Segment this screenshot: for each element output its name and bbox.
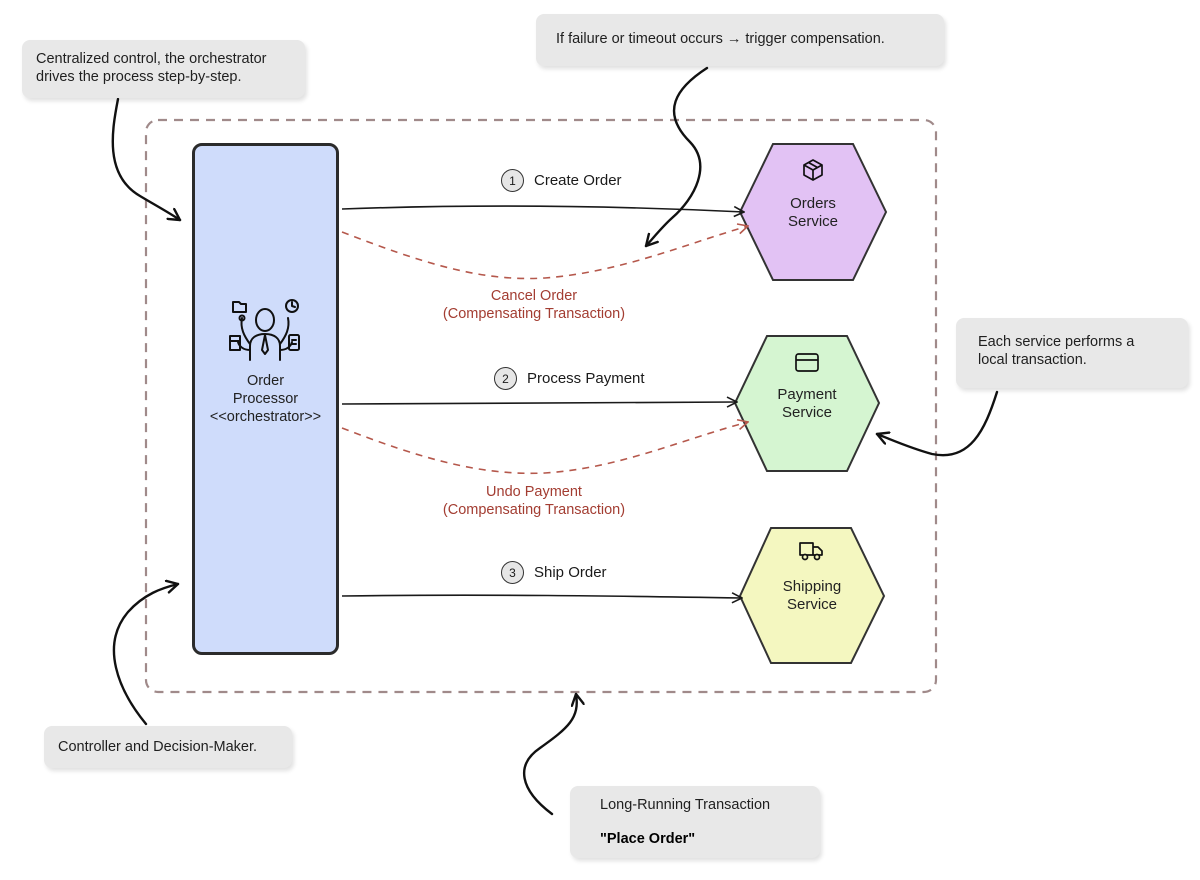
credit-card-icon — [795, 353, 819, 372]
orders-service-line2: Service — [787, 213, 839, 230]
create-order-arrow — [341, 205, 744, 212]
truck-icon — [799, 542, 823, 561]
transaction-boundary — [144, 118, 938, 694]
step-number-badge: 2 — [494, 367, 517, 390]
process-payment-arrow — [341, 402, 737, 404]
note-title: Long-Running Transaction — [600, 797, 771, 813]
shipping-service-label: Shipping Service — [742, 578, 882, 614]
orchestrator-line2: Processor — [232, 391, 299, 407]
payment-service-line2: Service — [781, 404, 833, 421]
top-left-note-arrow — [111, 97, 182, 222]
orders-service-label: Orders Service — [743, 195, 883, 231]
cancel-order-arrow — [341, 226, 748, 280]
cancel-order-label: Cancel Order (Compensating Transaction) — [414, 287, 654, 323]
note-long-running-transaction: Long-Running Transaction "Place Order" — [570, 786, 820, 858]
orchestrator-line1: Order — [246, 373, 285, 389]
compensation-subtitle: (Compensating Transaction) — [442, 502, 626, 518]
ship-order-arrow — [341, 595, 742, 598]
shipping-service-line1: Shipping — [782, 578, 842, 595]
step-ship-order: 3 Ship Order — [501, 561, 607, 584]
note-controller: Controller and Decision-Maker. — [44, 726, 292, 768]
step-process-payment: 2 Process Payment — [494, 367, 645, 390]
compensation-title: Undo Payment — [486, 484, 582, 500]
right-note-arrow — [875, 390, 999, 457]
compensation-title: Cancel Order — [490, 288, 578, 304]
note-centralized-control: Centralized control, the orchestrator dr… — [22, 40, 305, 98]
multitasking-person-icon — [229, 299, 300, 361]
step-label: Process Payment — [527, 370, 645, 387]
payment-service-line1: Payment — [777, 386, 837, 403]
top-note-arrow — [644, 66, 709, 248]
orders-service-line1: Orders — [790, 195, 836, 212]
step-label: Create Order — [534, 172, 622, 189]
order-processor-label: Order Processor <<orchestrator>> — [192, 372, 339, 426]
step-number-badge: 3 — [501, 561, 524, 584]
box-icon — [803, 159, 823, 181]
undo-payment-label: Undo Payment (Compensating Transaction) — [414, 483, 654, 519]
payment-service-label: Payment Service — [737, 386, 877, 422]
order-processor-box — [192, 143, 339, 655]
compensation-subtitle: (Compensating Transaction) — [442, 306, 626, 322]
note-local-transaction: Each service performs a local transactio… — [956, 318, 1188, 388]
bottom-note-arrow — [523, 692, 577, 816]
step-create-order: 1 Create Order — [501, 169, 622, 192]
step-label: Ship Order — [534, 564, 607, 581]
step-number-badge: 1 — [501, 169, 524, 192]
note-failure-compensation: If failure or timeout occurs → trigger c… — [536, 14, 944, 66]
undo-payment-arrow — [341, 422, 748, 475]
bottom-left-note-arrow — [112, 584, 180, 726]
shipping-service-line2: Service — [786, 596, 838, 613]
orchestrator-line3: <<orchestrator>> — [209, 409, 322, 425]
note-transaction-name: "Place Order" — [600, 831, 696, 847]
